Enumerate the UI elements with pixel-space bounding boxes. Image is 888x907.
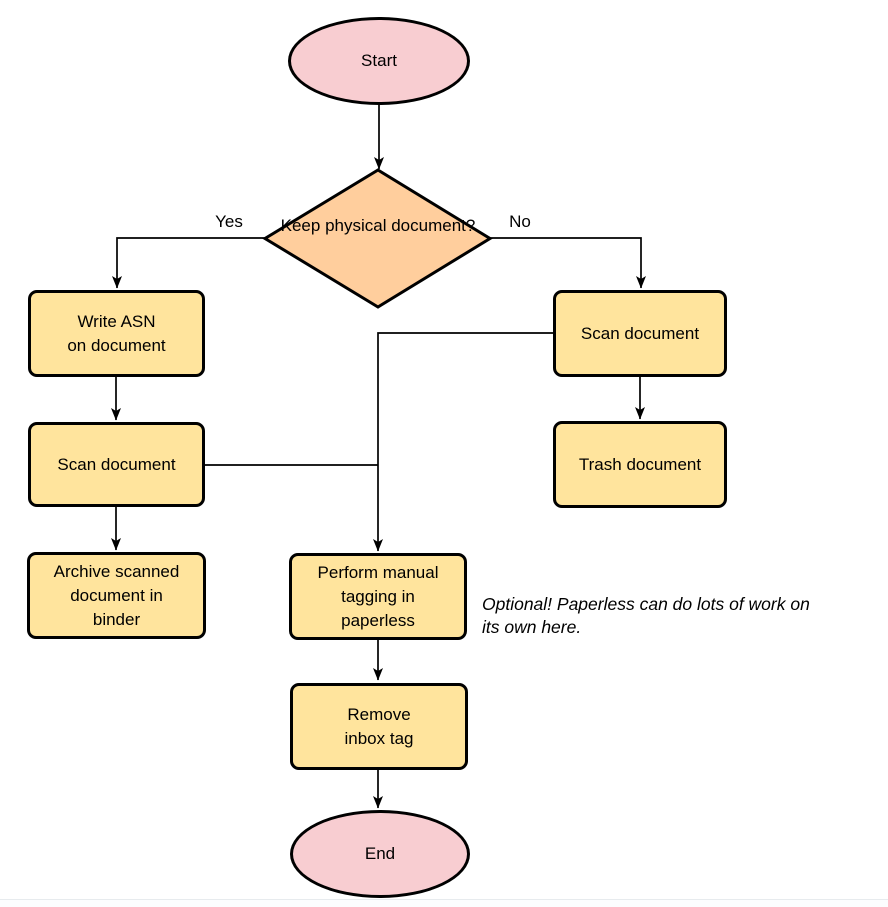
node-start-label: Start xyxy=(361,51,397,70)
node-archive: Archive scanned document in binder xyxy=(27,552,206,639)
node-scan-right: Scan document xyxy=(553,290,727,377)
bottom-strip xyxy=(0,900,888,907)
bottom-divider xyxy=(0,899,888,900)
edge-label-no: No xyxy=(509,212,531,231)
node-write-asn: Write ASN on document xyxy=(28,290,205,377)
edge-label-yes: Yes xyxy=(215,212,243,231)
decision-diamond-shape xyxy=(262,168,493,309)
node-scan-left: Scan document xyxy=(28,422,205,507)
node-end-label: End xyxy=(364,844,396,863)
edge-scan-right-to-tagging xyxy=(373,332,553,552)
node-tagging: Perform manual tagging in paperless xyxy=(289,553,467,640)
node-decision-label: Keep physical document? xyxy=(280,216,476,235)
edge-decision-no-to-scan-right xyxy=(490,237,646,289)
annotation-note: Optional! Paperless can do lots of work … xyxy=(482,594,810,637)
node-end: End xyxy=(290,810,470,898)
node-remove-inbox: Remove inbox tag xyxy=(290,683,468,770)
edge-decision-yes-to-write-asn xyxy=(112,237,265,289)
node-start: Start xyxy=(288,17,470,105)
node-trash: Trash document xyxy=(553,421,727,508)
